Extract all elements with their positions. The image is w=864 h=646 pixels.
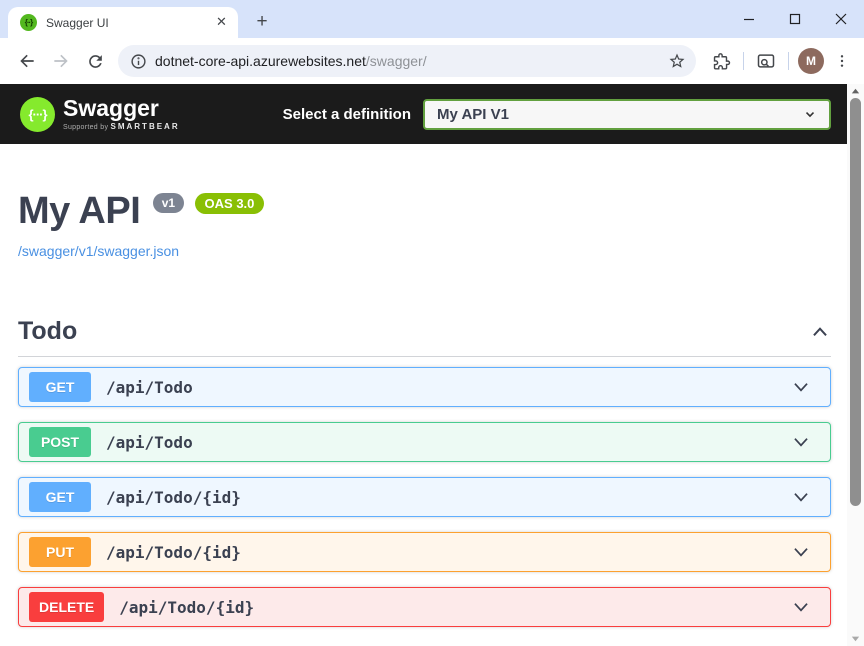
operation-row[interactable]: GET /api/Todo [18, 367, 831, 407]
back-icon[interactable] [10, 44, 44, 78]
version-badge: v1 [152, 193, 185, 213]
supported-by-smartbear: Supported by SMARTBEAR [63, 122, 180, 131]
swagger-content: My API v1 OAS 3.0 /swagger/v1/swagger.js… [0, 190, 864, 627]
maximize-button[interactable] [772, 0, 818, 38]
swagger-topbar: {···} Swagger Supported by SMARTBEAR Sel… [0, 84, 864, 144]
tab-close-icon[interactable]: ✕ [216, 14, 227, 29]
reload-icon[interactable] [78, 44, 112, 78]
method-badge: GET [29, 482, 91, 512]
chevron-down-icon[interactable] [790, 376, 812, 398]
chevron-up-icon[interactable] [809, 321, 831, 343]
method-badge: GET [29, 372, 91, 402]
operation-row[interactable]: GET /api/Todo/{id} [18, 477, 831, 517]
new-tab-button[interactable]: + [256, 11, 268, 32]
scrollbar-thumb[interactable] [850, 98, 861, 506]
swagger-page: {···} Swagger Supported by SMARTBEAR Sel… [0, 84, 864, 646]
operation-row[interactable]: PUT /api/Todo/{id} [18, 532, 831, 572]
scroll-down-icon[interactable] [850, 633, 861, 644]
page-scrollbar[interactable] [847, 84, 864, 646]
operations-list: GET /api/Todo POST /api/Todo GET /api/To… [18, 367, 831, 627]
tag-section-header[interactable]: Todo [18, 317, 831, 357]
toolbar-separator [743, 52, 744, 70]
minimize-button[interactable] [726, 0, 772, 38]
operation-row[interactable]: DELETE /api/Todo/{id} [18, 587, 831, 627]
profile-avatar[interactable]: M [798, 48, 824, 74]
select-definition-label: Select a definition [282, 105, 411, 123]
browser-toolbar: dotnet-core-api.azurewebsites.net/swagge… [0, 38, 864, 84]
method-badge: DELETE [29, 592, 105, 622]
method-badge: POST [29, 427, 91, 457]
operation-path: /api/Todo [106, 432, 193, 452]
chevron-down-icon[interactable] [790, 541, 812, 563]
oas-badge: OAS 3.0 [194, 193, 265, 214]
url-text: dotnet-core-api.azurewebsites.net/swagge… [155, 53, 668, 69]
chevron-down-icon[interactable] [790, 596, 812, 618]
operation-path: /api/Todo/{id} [119, 597, 255, 617]
operation-path: /api/Todo [106, 377, 193, 397]
spec-json-link[interactable]: /swagger/v1/swagger.json [18, 243, 180, 259]
api-info: My API v1 OAS 3.0 /swagger/v1/swagger.js… [18, 190, 831, 261]
page-title: My API [18, 190, 141, 232]
address-bar[interactable]: dotnet-core-api.azurewebsites.net/swagge… [118, 45, 696, 77]
swagger-favicon-icon: {··} [20, 14, 37, 31]
method-badge: PUT [29, 537, 91, 567]
bookmark-star-icon[interactable] [668, 52, 686, 70]
chevron-down-icon[interactable] [790, 431, 812, 453]
search-panel-icon[interactable] [749, 44, 783, 78]
operation-path: /api/Todo/{id} [106, 542, 241, 562]
forward-icon[interactable] [44, 44, 78, 78]
operation-path: /api/Todo/{id} [106, 487, 241, 507]
browser-tab[interactable]: {··} Swagger UI ✕ [8, 7, 238, 38]
window-controls [726, 0, 864, 38]
chevron-down-icon[interactable] [790, 486, 812, 508]
definition-select-value: My API V1 [437, 105, 509, 123]
definition-select[interactable]: My API V1 [423, 98, 831, 130]
swagger-logo-text: Swagger [63, 95, 159, 121]
swagger-logo-icon: {···} [20, 96, 55, 132]
operation-row[interactable]: POST /api/Todo [18, 422, 831, 462]
url-path: /swagger/ [365, 53, 427, 69]
toolbar-separator [788, 52, 789, 70]
browser-menu-icon[interactable] [828, 44, 856, 78]
url-host: dotnet-core-api.azurewebsites.net [155, 53, 366, 69]
swagger-logo[interactable]: {···} Swagger Supported by SMARTBEAR [20, 95, 180, 132]
close-window-button[interactable] [818, 0, 864, 38]
extensions-icon[interactable] [704, 44, 738, 78]
site-info-icon[interactable] [130, 53, 147, 70]
browser-tab-strip: {··} Swagger UI ✕ + [0, 0, 864, 38]
scroll-up-icon[interactable] [850, 86, 861, 97]
tab-title: Swagger UI [46, 15, 109, 30]
tag-section-title: Todo [18, 317, 78, 345]
chevron-down-icon [805, 112, 815, 118]
